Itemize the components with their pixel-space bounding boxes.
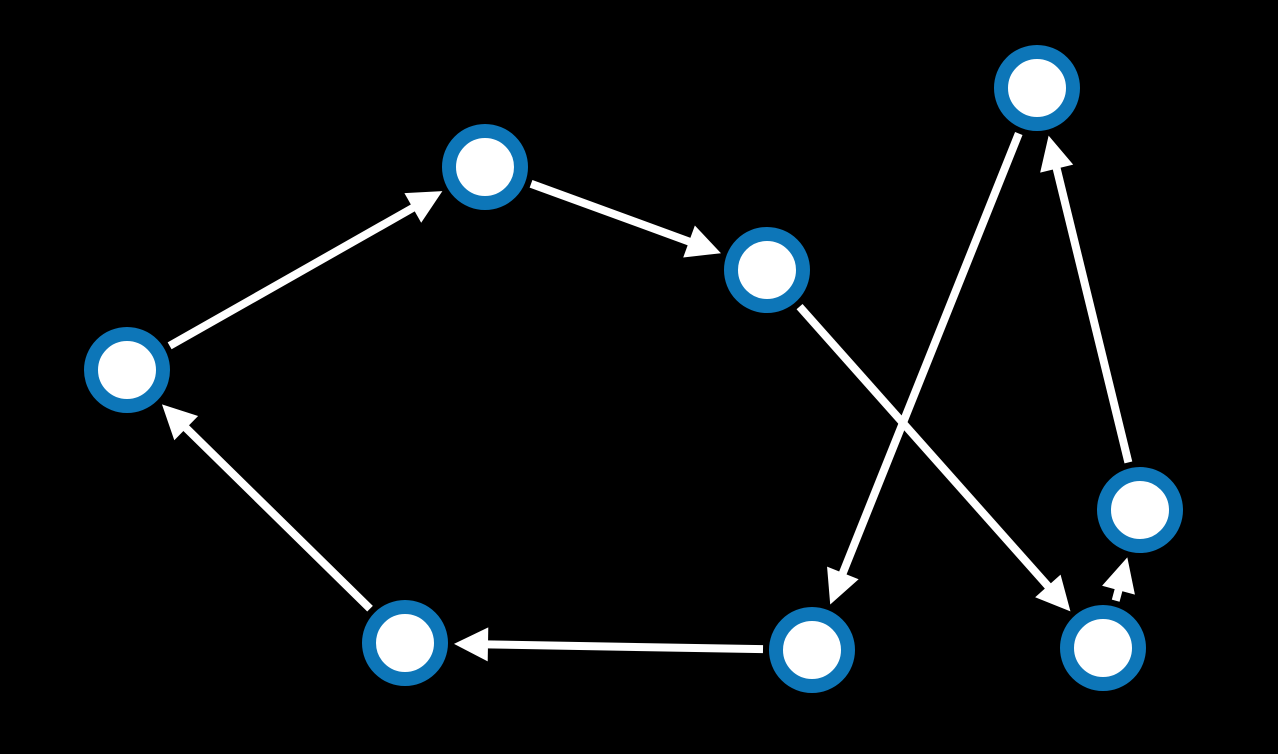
graph-node[interactable] (994, 45, 1080, 131)
edge-line (485, 640, 764, 654)
graph-node[interactable] (442, 124, 528, 210)
edge-line (796, 303, 1053, 591)
graph-edge (453, 627, 764, 662)
node-circle[interactable] (1060, 605, 1146, 691)
node-circle[interactable] (994, 45, 1080, 131)
edge-line (1052, 165, 1133, 464)
graph-node[interactable] (1060, 605, 1146, 691)
node-circle[interactable] (362, 600, 448, 686)
node-layer (84, 45, 1183, 693)
edge-arrowhead (1035, 574, 1071, 612)
edge-line (1111, 587, 1123, 602)
graph-edge (161, 404, 373, 612)
node-circle[interactable] (442, 124, 528, 210)
graph-node[interactable] (769, 607, 855, 693)
edge-line (838, 132, 1023, 577)
node-circle[interactable] (769, 607, 855, 693)
node-circle[interactable] (724, 227, 810, 313)
edge-arrowhead (1102, 557, 1135, 595)
graph-edge (1040, 135, 1133, 464)
edge-arrowhead (404, 191, 443, 223)
graph-edge (827, 132, 1023, 605)
edge-arrowhead (1040, 135, 1074, 173)
graph-edge (796, 303, 1071, 612)
graph-edge (529, 180, 721, 258)
edge-line (167, 203, 417, 350)
graph-edge (167, 191, 443, 350)
graph-node[interactable] (1097, 467, 1183, 553)
graph-node[interactable] (362, 600, 448, 686)
edge-arrowhead (161, 404, 199, 441)
edge-arrowhead (453, 627, 489, 662)
edge-line (529, 180, 693, 246)
graph-node[interactable] (84, 327, 170, 413)
node-circle[interactable] (84, 327, 170, 413)
graph-node[interactable] (724, 227, 810, 313)
edge-line (181, 423, 373, 612)
graph-edge (1102, 557, 1135, 602)
edge-arrowhead (683, 225, 721, 258)
node-circle[interactable] (1097, 467, 1183, 553)
edge-layer (161, 132, 1135, 662)
edge-arrowhead (827, 566, 859, 605)
